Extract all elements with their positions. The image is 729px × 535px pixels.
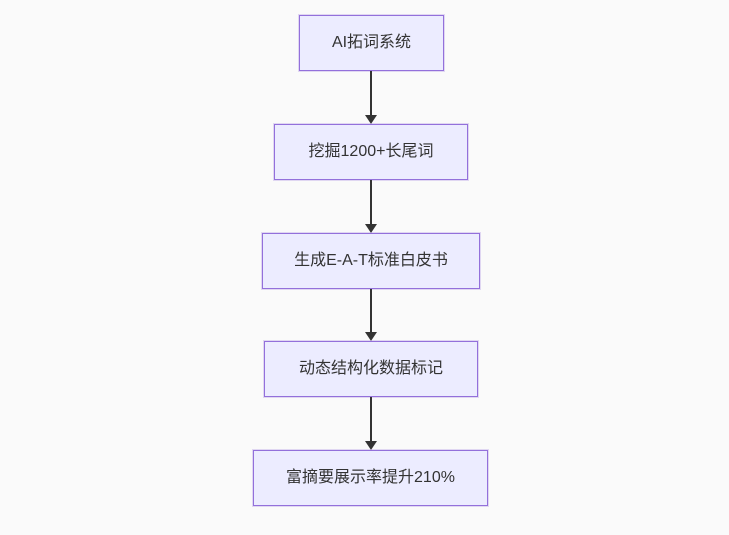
arrow-head-icon: [365, 332, 377, 341]
arrow-head-icon: [365, 441, 377, 450]
flow-arrow-2: [365, 180, 377, 233]
arrow-head-icon: [365, 115, 377, 124]
flow-arrow-4: [365, 397, 377, 450]
arrow-head-icon: [365, 224, 377, 233]
flow-node-4-label: 动态结构化数据标记: [298, 360, 443, 377]
flow-arrow-3: [365, 289, 377, 341]
flow-node-3: 生成E-A-T标准白皮书: [262, 233, 480, 289]
flow-arrow-1: [365, 71, 377, 124]
flow-node-2-label: 挖掘1200+长尾词: [308, 143, 434, 160]
flow-node-3-label: 生成E-A-T标准白皮书: [294, 252, 448, 269]
arrow-line: [370, 71, 372, 115]
arrow-line: [370, 289, 372, 332]
arrow-line: [370, 180, 372, 224]
flow-node-1-label: AI拓词系统: [331, 34, 412, 51]
flow-node-2: 挖掘1200+长尾词: [274, 124, 468, 180]
flow-node-5: 富摘要展示率提升210%: [253, 450, 488, 506]
flow-node-4: 动态结构化数据标记: [264, 341, 478, 397]
flow-node-1: AI拓词系统: [299, 15, 444, 71]
flow-node-5-label: 富摘要展示率提升210%: [286, 469, 455, 486]
arrow-line: [370, 397, 372, 441]
